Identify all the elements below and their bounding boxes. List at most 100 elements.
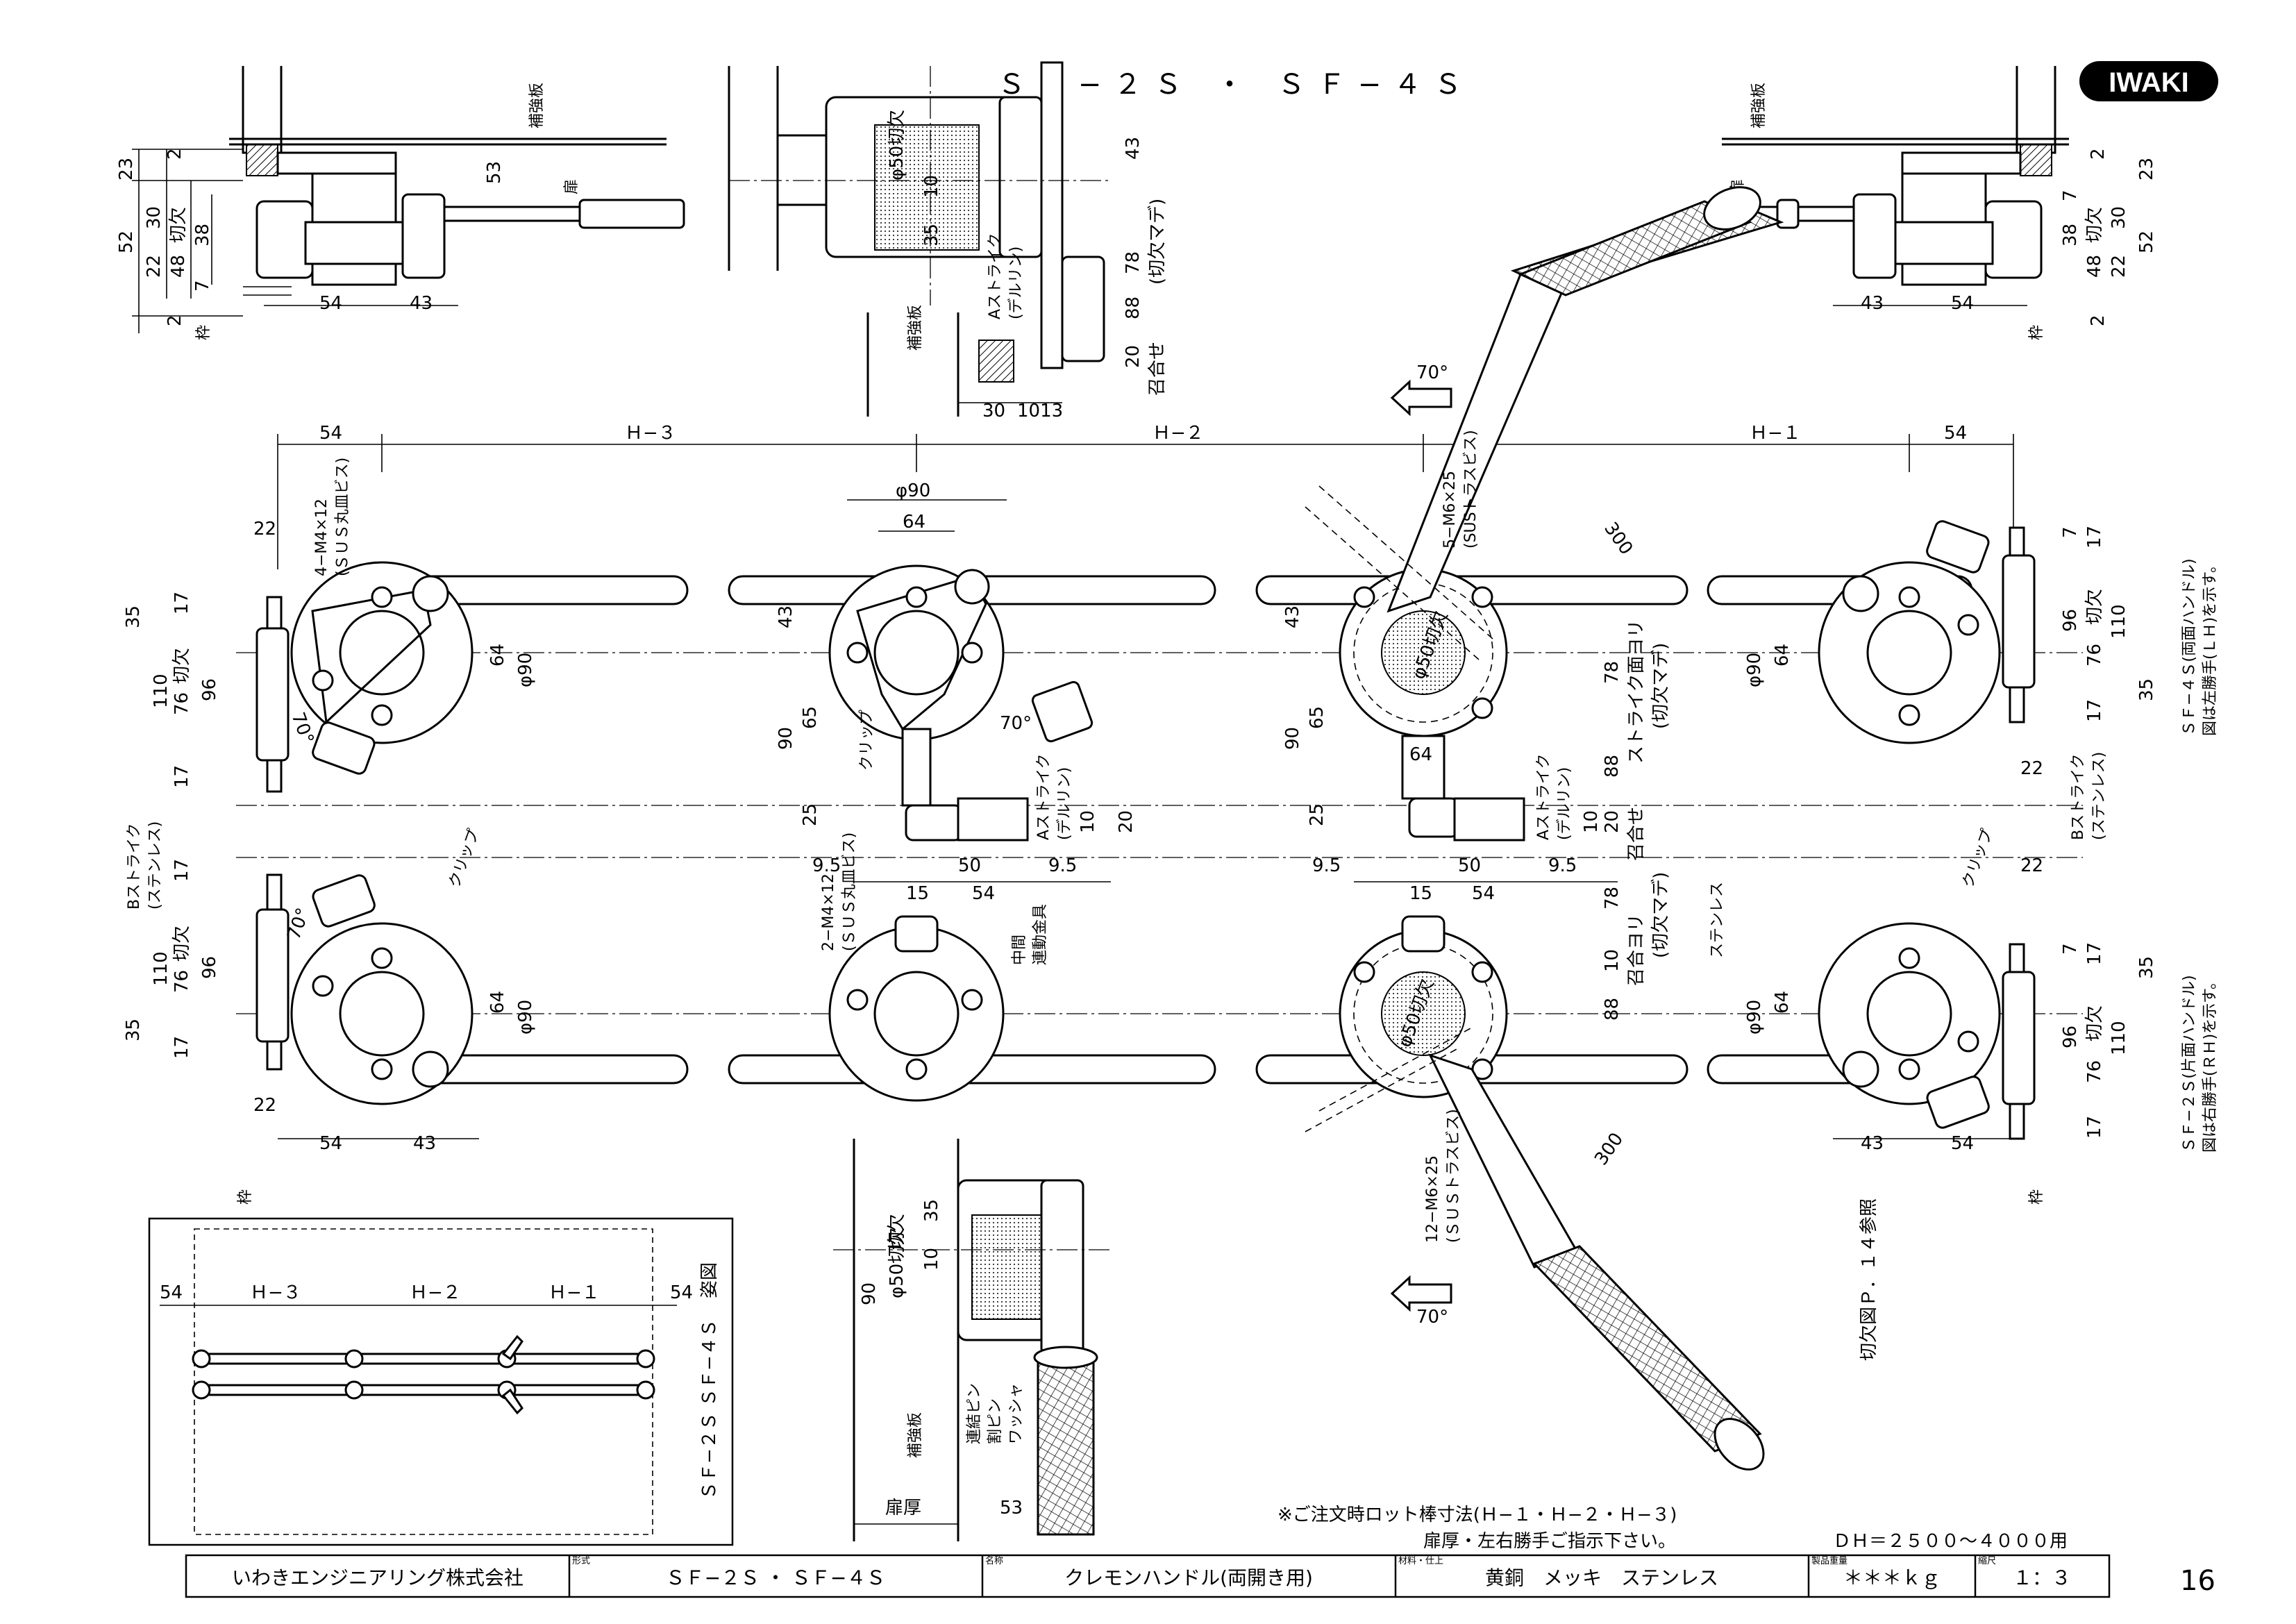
dim-22-r: 22 <box>2109 255 2129 278</box>
dim-50-mid: 50 <box>958 855 981 876</box>
dim-17-right-b: 17 <box>2084 699 2105 722</box>
dim-95-h: 9.5 <box>1312 855 1341 876</box>
dim-30-top: 30 <box>982 401 1005 421</box>
inset-sugata: 姿図 <box>699 1262 720 1298</box>
label-clip-left: クリップ <box>446 827 483 890</box>
dim-20-top: 20 <box>1123 345 1143 368</box>
dim-kirikaki-made-top: (切欠マデ) <box>1147 199 1168 285</box>
label-b-strike: Bストライク <box>126 823 143 910</box>
title-block: いわきエンジニアリング株式会社 形式 ＳＦ−２Ｓ ・ ＳＦ−４Ｓ 名称 クレモン… <box>185 1554 2111 1598</box>
top-left-dims: 2 23 30 切欠 38 52 22 48 7 2 53 54 43 補強板 … <box>116 83 580 340</box>
dim-phi90-mid: φ90 <box>896 480 930 501</box>
dim-phi90-left-a: φ90 <box>515 653 536 687</box>
dim-35-bot: 35 <box>921 1199 942 1222</box>
dim-110-right-b: 110 <box>2109 1021 2129 1055</box>
label-waku: 枠 <box>195 325 212 340</box>
inset-54-right: 54 <box>670 1282 693 1303</box>
dim-7-right-a: 7 <box>2060 526 2081 538</box>
label-tobiraatsu: 扉厚 <box>885 1498 921 1518</box>
label-awase-top: 召合せ <box>1147 342 1168 396</box>
dim-phi50-bot: φ50切欠 <box>887 1228 907 1298</box>
label-screw-top-sub: (ＳＵＳ丸皿ビス) <box>334 458 351 576</box>
dim-7-right-b: 7 <box>2060 943 2081 955</box>
label-screw-top: 4−M4×12 <box>313 499 330 576</box>
dim-76-right-a: 76 <box>2084 644 2105 667</box>
strike-plate-right-lower <box>2002 943 2036 1140</box>
dim-64-left-a: 64 <box>487 644 508 667</box>
dim-10-top: 10 <box>921 175 942 198</box>
dim-1013-top: 1013 <box>1017 401 1063 421</box>
dim-64-right-b: 64 <box>1772 991 1793 1014</box>
dim-300-top: 300 <box>1600 519 1636 559</box>
tb-name-label: 名称 <box>985 1555 1003 1566</box>
tb-scale-label: 縮尺 <box>1978 1555 1996 1566</box>
tb-scale: １：３ <box>2013 1566 2071 1589</box>
strike-plate-right-upper <box>2002 526 2036 723</box>
label-clip-mid: クリップ <box>858 710 875 771</box>
handle-hub-lower <box>1339 915 1508 1098</box>
label-screw-mid: 2−M4×12 <box>820 873 837 951</box>
dim-43-top: 43 <box>1123 137 1143 160</box>
dim-95-mid: 9.5 <box>812 855 841 876</box>
label-strike-face: ストライク面ヨリ <box>1626 620 1647 764</box>
dim-96-right-a: 96 <box>2060 609 2081 632</box>
dim-7-r: 7 <box>2060 190 2081 201</box>
label-b-strike-sub: (ステンレス) <box>146 821 164 910</box>
dim-64-h: 64 <box>1409 744 1432 765</box>
dim-53-bot: 53 <box>1000 1498 1023 1518</box>
label-chukan-sub: 連動金具 <box>1032 904 1049 965</box>
end-housing-right-lower <box>1818 922 2001 1129</box>
dim-25-left: 25 <box>800 803 821 826</box>
dim-20-mid: 20 <box>1116 810 1137 833</box>
label-clip-right: クリップ <box>1959 827 1997 890</box>
dim-90-bot: 90 <box>859 1282 880 1305</box>
label-wari: 割ピン <box>987 1398 1004 1444</box>
dim-30: 30 <box>144 206 165 229</box>
note-kirikaki-ref: 切欠図Ｐ．１４参照 <box>1859 1198 1879 1361</box>
dim-h2: Ｈ−２ <box>1153 423 1204 444</box>
dim-17-left-c: 17 <box>171 859 192 882</box>
dim-7: 7 <box>192 280 213 292</box>
dim-2b: 2 <box>165 315 185 326</box>
dim-phi90-right-b: φ90 <box>1744 1000 1765 1035</box>
dim-25-h: 25 <box>1307 803 1327 826</box>
tb-name: クレモンハンドル(両開き用) <box>1064 1566 1313 1589</box>
dim-65-left: 65 <box>800 706 821 729</box>
svg-text:IWAKI: IWAKI <box>2109 67 2189 98</box>
note-sf4s-2: 図は左勝手(ＬＨ)を示す。 <box>2202 558 2219 736</box>
dim-64-mid: 64 <box>903 512 925 533</box>
dim-110-left-b: 110 <box>151 951 171 986</box>
note-sf4s: ＳＦ−４Ｓ(両面ハンドル) <box>2181 558 2198 736</box>
label-screw-m6-top-sub: (SUSトラスビス) <box>1462 430 1480 549</box>
dim-64-left-b: 64 <box>487 991 508 1014</box>
label-stainless: ステンレス <box>1709 882 1726 958</box>
dim-38-r: 38 <box>2060 224 2081 246</box>
dim-54-left: 54 <box>319 423 342 444</box>
order-note: ※ご注文時ロット棒寸法(Ｈ−１・Ｈ−２・Ｈ−３) <box>1277 1505 1677 1525</box>
inset-h3: Ｈ−３ <box>250 1282 301 1303</box>
dim-phi90-right-a: φ90 <box>1744 653 1765 687</box>
dim-52-r: 52 <box>2136 231 2157 253</box>
rods-upper <box>415 575 1973 605</box>
dim-110-left-a: 110 <box>151 673 171 708</box>
dim-kirikaki-bot: 切欠 <box>887 1214 907 1250</box>
dim-43-left-bottom: 43 <box>413 1133 436 1154</box>
dim-43: 43 <box>410 293 433 314</box>
end-housing-right-upper <box>1818 520 2001 744</box>
label-hokyoban: 補強板 <box>528 83 546 128</box>
strike-plate-left-lower <box>255 873 290 1071</box>
label-waku-r: 枠 <box>2028 325 2045 340</box>
label-waku-left: 枠 <box>237 1189 254 1205</box>
label-a-strike-sub-h: (デルリン) <box>1556 767 1573 840</box>
label-screw-mid-sub: (ＳＵＳ丸皿ビス) <box>841 832 858 951</box>
dim-17-right-d: 17 <box>2084 1116 2105 1139</box>
dim-17-right-a: 17 <box>2084 526 2105 549</box>
tb-material: 黄銅 メッキ ステンレス <box>1485 1566 1718 1589</box>
dim-76-right-b: 76 <box>2084 1060 2105 1083</box>
label-screw-m6-top: 5−M6×25 <box>1441 471 1459 549</box>
handle-hub-upper <box>1339 568 1525 842</box>
dim-15-h: 15 <box>1409 883 1432 904</box>
dim-kirikaki-made-h: (切欠マデ) <box>1650 643 1671 729</box>
label-a-strike-mid: Aストライク <box>1035 753 1053 840</box>
